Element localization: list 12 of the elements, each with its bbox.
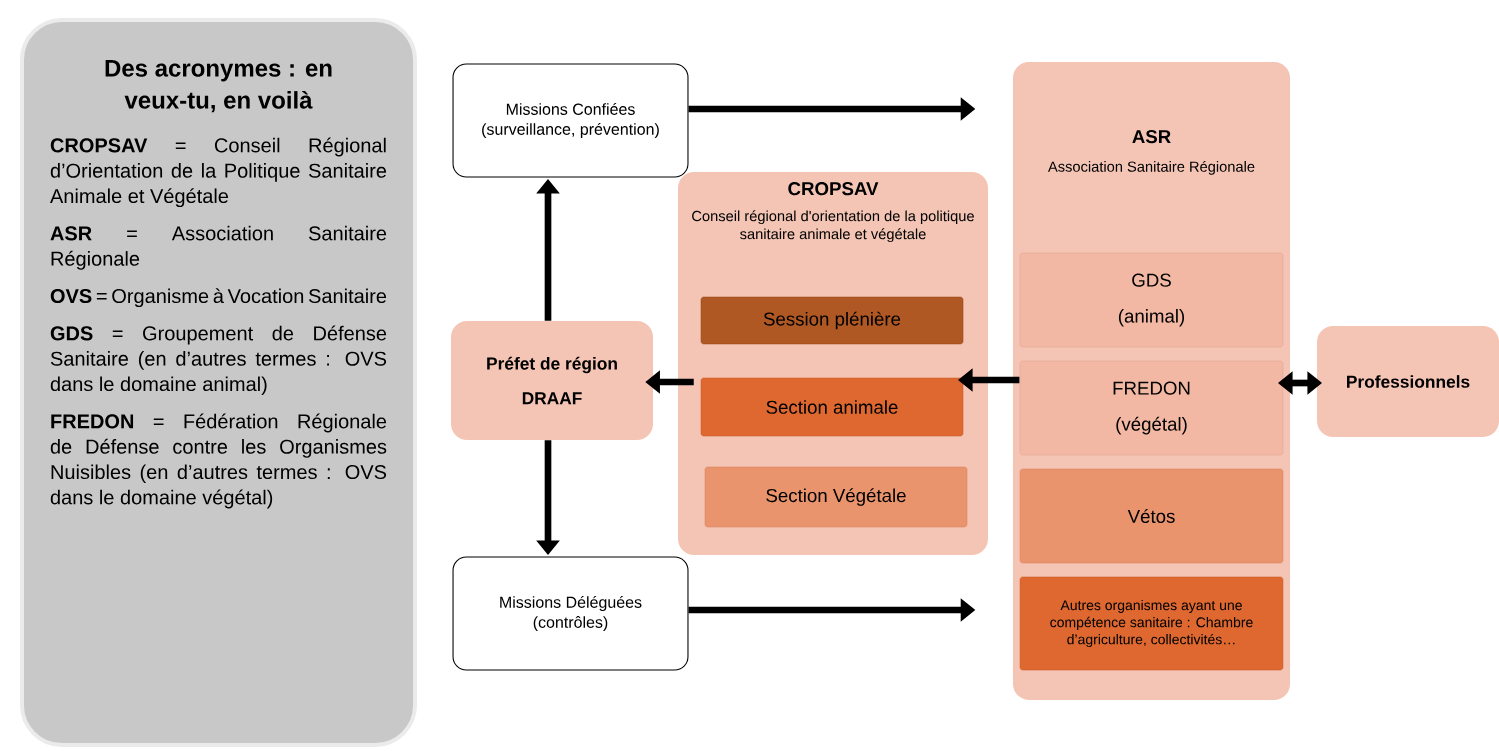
acronym-panel: Des acronymes : en veux-tu, en voilà CROPSAV = Conseil Régional d’Orientation de la Politique Sanitaire Animale et Végétale ASR = Association Sanitaire Régionale OVS = Organisme à Vocation Sanitaire GDS = Groupement de Défense Sanitaire (en d’autres termes : OVS dans le domaine animal) FREDON = Fédération Régionale de Défense contre les Organismes Nuisibles (en d’autres termes : OVS dans le domaine végétal) bbox=[19, 17, 418, 748]
member-box: Autres organismes ayant une compétence sanitaire : Chambre d’agriculture, collectivités… bbox=[1019, 576, 1284, 671]
member-box: FREDON (végétal) bbox=[1019, 360, 1284, 456]
member-box: Vétos bbox=[1019, 468, 1284, 564]
stakeholder-box: Professionnels bbox=[1317, 326, 1499, 437]
mission-box: Missions Confiées (surveillance, prévention) bbox=[452, 63, 689, 178]
section-box: Section Végétale bbox=[704, 466, 968, 528]
section-box: Session plénière bbox=[700, 296, 964, 345]
mission-box: Missions Déléguées (contrôles) bbox=[452, 556, 689, 671]
authority-box: Préfet de région DRAAF bbox=[451, 321, 653, 440]
member-box: GDS (animal) bbox=[1019, 252, 1284, 348]
section-box: Section animale bbox=[700, 377, 964, 437]
